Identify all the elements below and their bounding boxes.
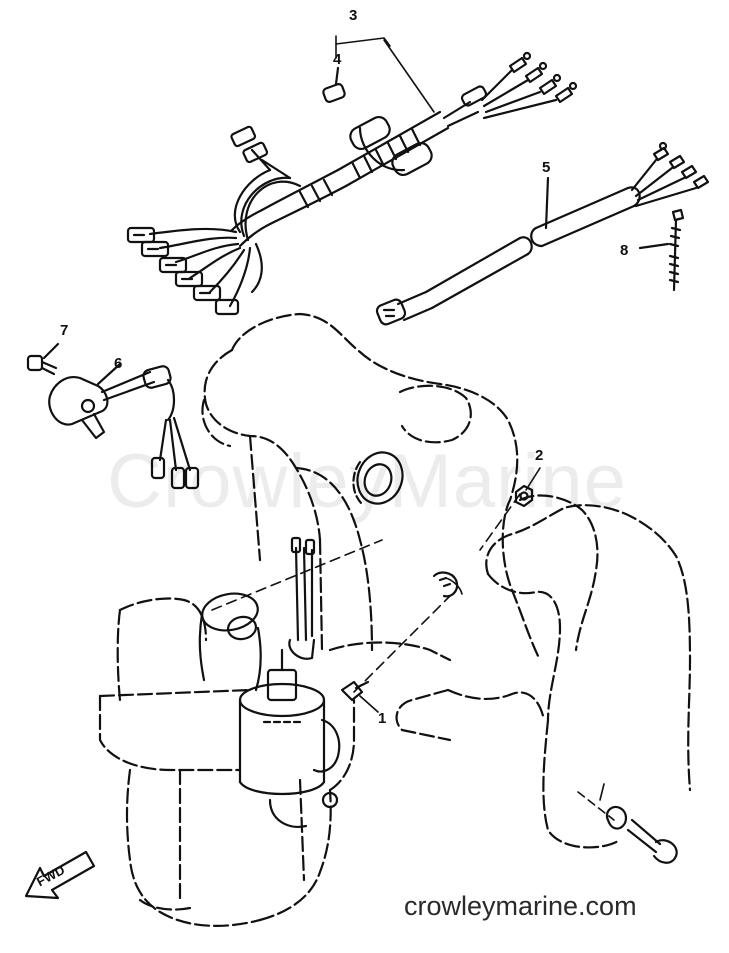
leader-lines — [211, 35, 615, 821]
extension-cable — [375, 141, 710, 326]
trim-motor — [238, 648, 341, 828]
bolt-part-1 — [340, 680, 370, 702]
watermark: CrowleyMarine — [107, 439, 627, 524]
bracket-boss — [352, 451, 404, 506]
callout-7: 7 — [60, 322, 69, 339]
wire-harness — [126, 51, 578, 316]
callout-3: 3 — [349, 7, 358, 24]
clamp-bracket — [395, 504, 692, 849]
pin-part-4 — [322, 66, 346, 103]
nut-part-2 — [514, 484, 534, 508]
callout-2: 2 — [535, 447, 544, 464]
callout-6: 6 — [114, 355, 123, 372]
swivel-bracket — [201, 312, 599, 662]
callout-1: 1 — [378, 710, 387, 727]
screw-part-8 — [638, 208, 685, 292]
callout-8: 8 — [620, 242, 629, 259]
footer-url[interactable]: crowleymarine.com — [404, 891, 637, 921]
trim-sender — [48, 362, 200, 490]
callout-4: 4 — [333, 51, 342, 68]
callout-5: 5 — [542, 159, 551, 176]
tilt-pin-bolt — [605, 805, 678, 864]
trim-cylinder-boss — [198, 592, 262, 692]
bolt-part-7 — [26, 342, 60, 376]
power-trim-tilt-unit — [98, 597, 452, 927]
fwd-arrow-icon — [24, 850, 96, 900]
grease-fitting — [432, 571, 459, 598]
motor-lead-wires — [288, 536, 316, 660]
